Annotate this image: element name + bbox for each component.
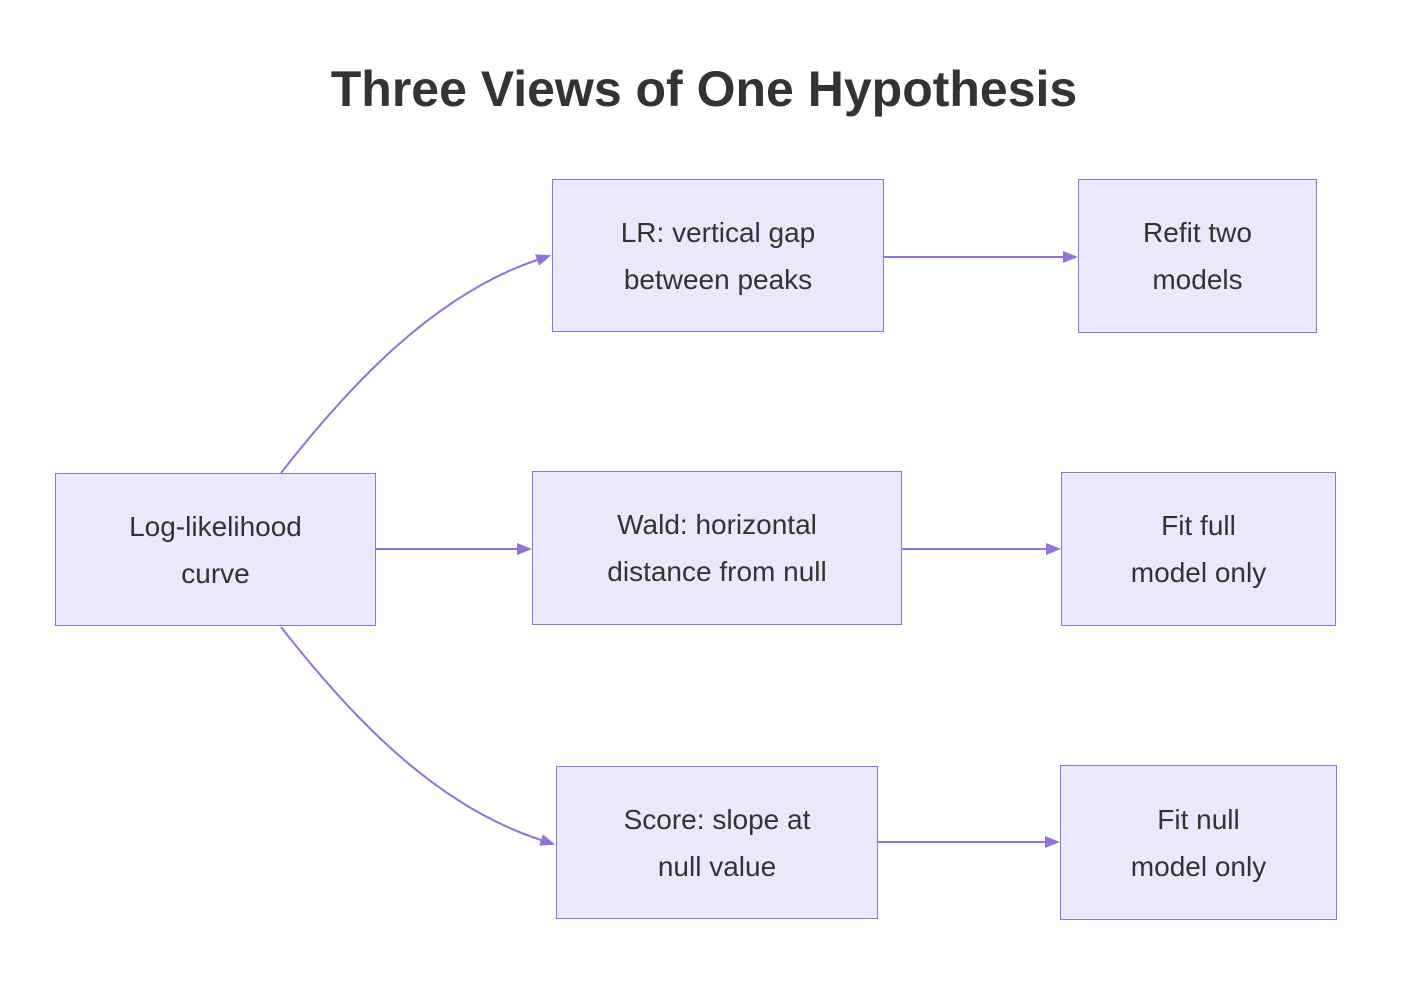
node-wald-horizontal-distance: Wald: horizontal distance from null — [532, 471, 902, 625]
node-label-line: distance from null — [607, 556, 827, 587]
node-label-line: Fit full — [1161, 510, 1236, 541]
diagram-title: Three Views of One Hypothesis — [330, 61, 1078, 117]
node-fit-full-model-only: Fit full model only — [1061, 472, 1336, 626]
node-lr-vertical-gap: LR: vertical gap between peaks — [552, 179, 884, 332]
node-label-line: Score: slope at — [623, 803, 811, 835]
node-label-line: Fit null — [1157, 803, 1240, 835]
node-log-likelihood-curve: Log-likelihood curve — [55, 473, 376, 626]
node-label-line: curve — [181, 557, 250, 589]
node-label-line: model only — [1130, 557, 1267, 588]
node-refit-two-models: Refit two models — [1078, 179, 1317, 333]
node-score-slope-at-null: Score: slope at null value — [556, 766, 878, 919]
edge-loglik-to-score — [280, 626, 556, 846]
edge-loglik-to-lr — [280, 254, 552, 474]
node-label-line: models — [1152, 264, 1243, 295]
node-label-line: Log-likelihood — [129, 510, 302, 542]
node-label-line: Wald: horizontal — [617, 509, 817, 540]
node-label-line: model only — [1130, 850, 1267, 882]
node-label-line: Refit two — [1143, 217, 1252, 248]
node-label-line: null value — [657, 850, 777, 882]
node-label-line: between peaks — [623, 263, 813, 295]
node-fit-null-model-only: Fit null model only — [1060, 765, 1337, 920]
node-label-line: LR: vertical gap — [620, 216, 816, 248]
